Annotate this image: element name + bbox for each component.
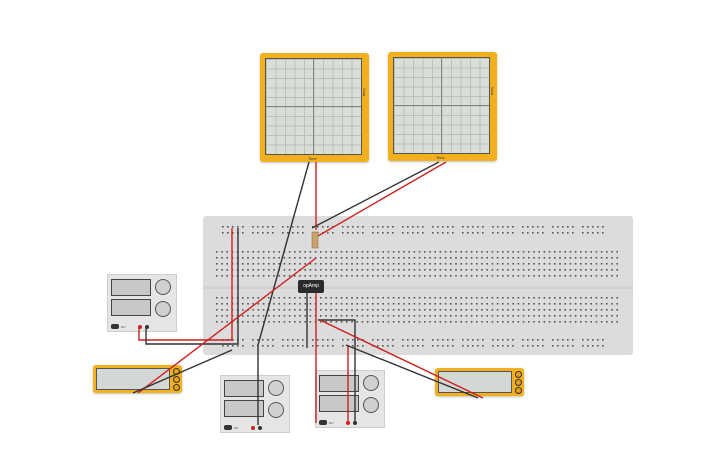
psu-dial-icon[interactable] (155, 301, 171, 317)
psu-display (224, 380, 264, 397)
oscilloscope-screen (265, 58, 362, 155)
opamp-label: opAmp (303, 283, 319, 289)
psu-dial-icon[interactable] (363, 375, 379, 391)
psu-display (224, 400, 264, 417)
oscilloscope-2[interactable]: Vout Time (388, 52, 497, 161)
multimeter-terminal-icon[interactable] (515, 371, 522, 378)
psu-terminal-icon[interactable] (258, 426, 262, 430)
multimeter-terminal-icon[interactable] (173, 368, 180, 375)
power-switch[interactable] (319, 420, 327, 425)
psu-terminal-icon[interactable] (138, 325, 142, 329)
power-label: on (234, 425, 239, 430)
multimeter-terminal-icon[interactable] (173, 376, 180, 383)
psu-display (319, 395, 359, 412)
psu-display (111, 279, 151, 296)
power-supply-2[interactable]: on (220, 375, 290, 433)
psu-dial-icon[interactable] (363, 397, 379, 413)
oscilloscope-side-label: Vout (490, 87, 495, 96)
multimeter-terminal-icon[interactable] (515, 387, 522, 394)
oscilloscope-side-label: Vout (362, 88, 367, 97)
psu-dial-icon[interactable] (155, 279, 171, 295)
psu-terminal-icon[interactable] (353, 421, 357, 425)
psu-terminal-icon[interactable] (346, 421, 350, 425)
oscilloscope-screen (393, 57, 490, 154)
psu-dial-icon[interactable] (268, 380, 284, 396)
multimeter-terminal-icon[interactable] (173, 384, 180, 391)
psu-terminal-icon[interactable] (145, 325, 149, 329)
oscilloscope-time-label: Time (436, 155, 445, 160)
psu-dial-icon[interactable] (268, 402, 284, 418)
multimeter-display (438, 371, 512, 393)
oscilloscope-1[interactable]: Vout Time (260, 53, 369, 162)
multimeter-left[interactable] (93, 365, 182, 393)
psu-display (319, 375, 359, 392)
power-label: on (329, 420, 334, 425)
multimeter-display (96, 368, 170, 390)
power-switch[interactable] (224, 425, 232, 430)
psu-terminal-icon[interactable] (251, 426, 255, 430)
opamp-chip[interactable]: opAmp (298, 280, 324, 293)
breadboard[interactable] (203, 216, 633, 355)
power-label: on (121, 324, 126, 329)
oscilloscope-time-label: Time (308, 156, 317, 161)
multimeter-terminal-icon[interactable] (515, 379, 522, 386)
multimeter-right[interactable] (435, 368, 524, 396)
power-switch[interactable] (111, 324, 119, 329)
power-supply-1[interactable]: on (107, 274, 177, 332)
power-supply-3[interactable]: on (315, 370, 385, 428)
psu-display (111, 299, 151, 316)
